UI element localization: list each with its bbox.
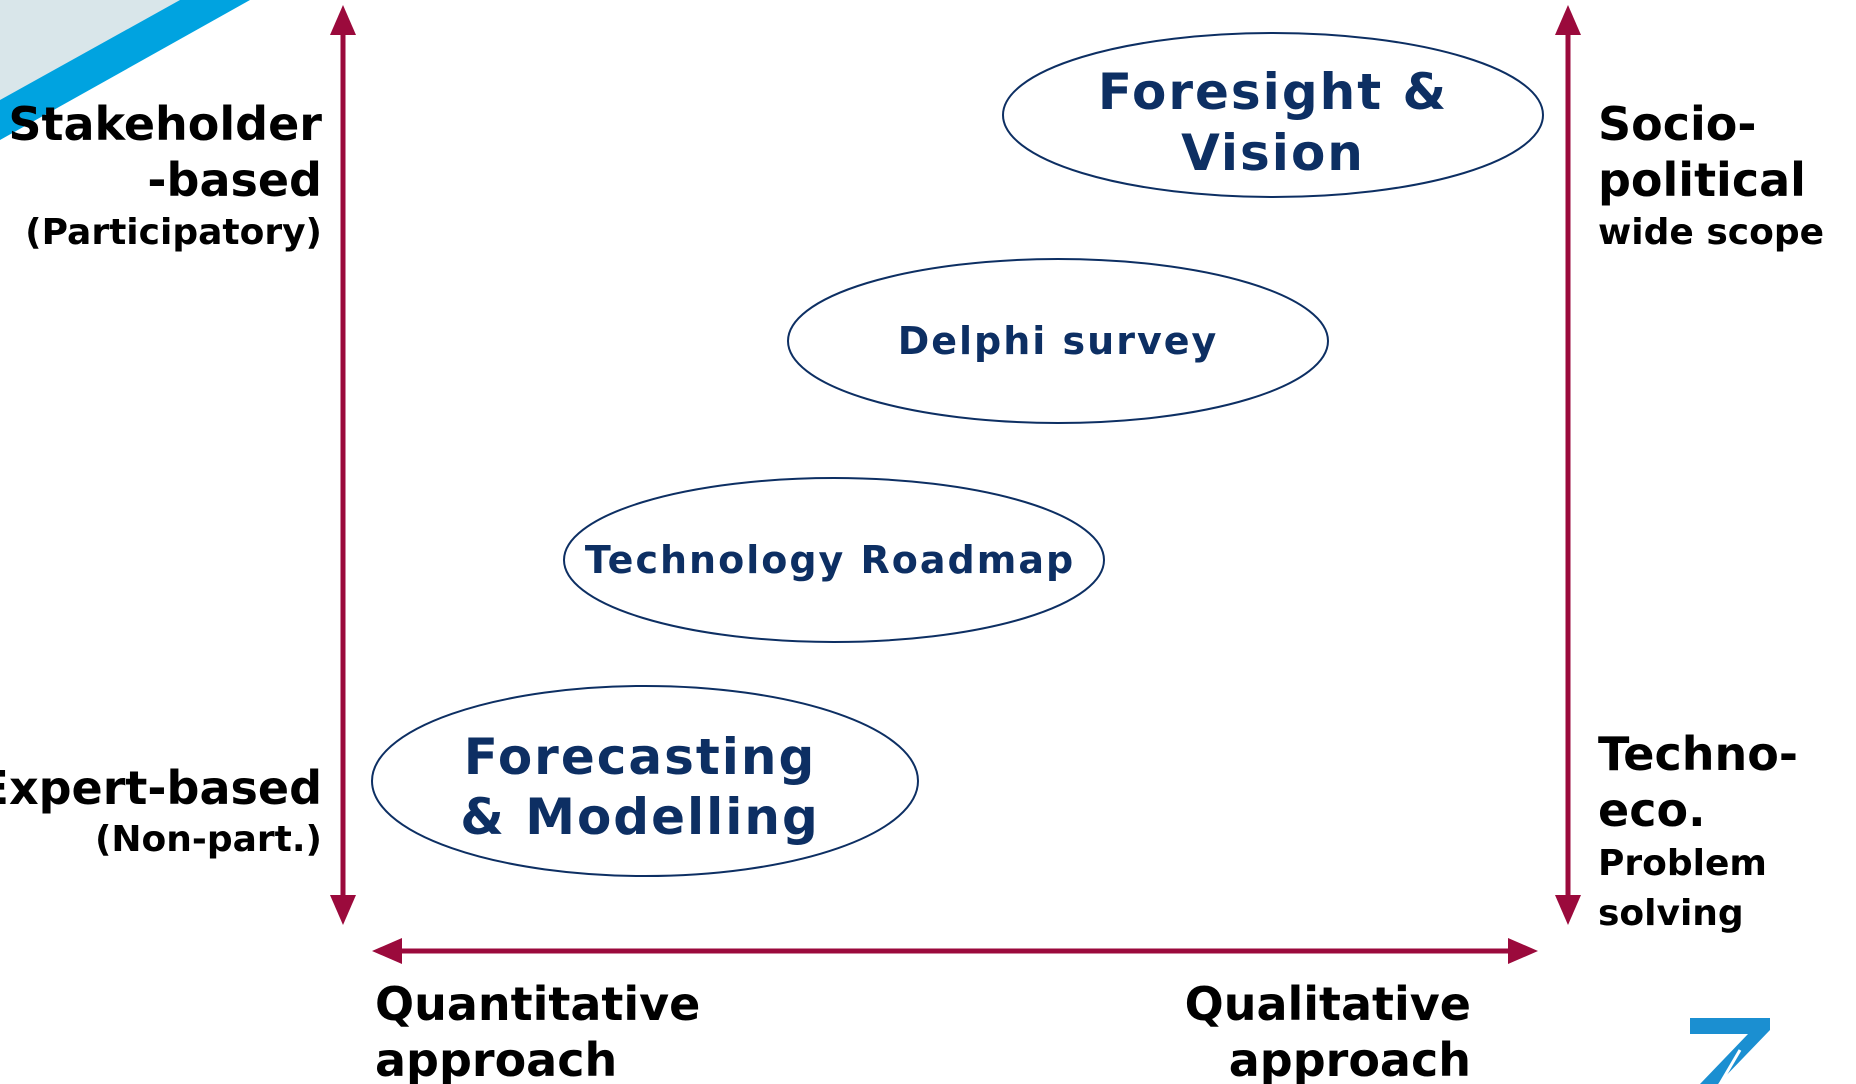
foresight-label-line1: Foresight & xyxy=(1097,63,1449,121)
bottom-axis-arrow xyxy=(372,938,1538,964)
bottom-left-label-line1: Quantitative xyxy=(375,977,701,1031)
right-bottom-label-sub1: Problem xyxy=(1598,843,1767,884)
left-top-label-line2: -based xyxy=(147,153,322,207)
right-top-label-sub: wide scope xyxy=(1598,212,1825,253)
right-top-label-line1: Socio- xyxy=(1598,97,1757,151)
roadmap-label: Technology Roadmap xyxy=(584,538,1076,582)
foresight-ellipse xyxy=(1002,32,1544,198)
fp7-logo-icon xyxy=(1690,1018,1770,1084)
forecasting-ellipse xyxy=(371,685,919,877)
bottom-right-label-line2: approach xyxy=(1228,1033,1471,1084)
left-bottom-label-sub: (Non-part.) xyxy=(94,819,322,860)
right-top-label-line2: political xyxy=(1598,153,1806,207)
bottom-left-label-line2: approach xyxy=(375,1033,618,1084)
left-axis-arrow xyxy=(330,5,356,925)
delphi-ellipse xyxy=(787,258,1329,424)
forecasting-label-line1: Forecasting xyxy=(463,728,817,786)
right-bottom-label-sub2: solving xyxy=(1598,893,1744,934)
delphi-label: Delphi survey xyxy=(897,319,1219,363)
corner-stripe-decoration xyxy=(0,0,250,140)
right-axis-arrow xyxy=(1555,5,1581,925)
forecasting-label-line2: & Modelling xyxy=(460,788,820,846)
bottom-right-label-line1: Qualitative xyxy=(1184,977,1471,1031)
left-top-label-line1: Stakeholder xyxy=(8,97,322,151)
left-top-label-sub: (Participatory) xyxy=(25,212,322,253)
right-bottom-label-line2: eco. xyxy=(1598,783,1706,837)
left-bottom-label: Expert-based xyxy=(0,761,322,815)
right-bottom-label-line1: Techno- xyxy=(1598,727,1798,781)
foresight-label-line2: Vision xyxy=(1181,124,1365,182)
roadmap-ellipse xyxy=(563,477,1105,643)
